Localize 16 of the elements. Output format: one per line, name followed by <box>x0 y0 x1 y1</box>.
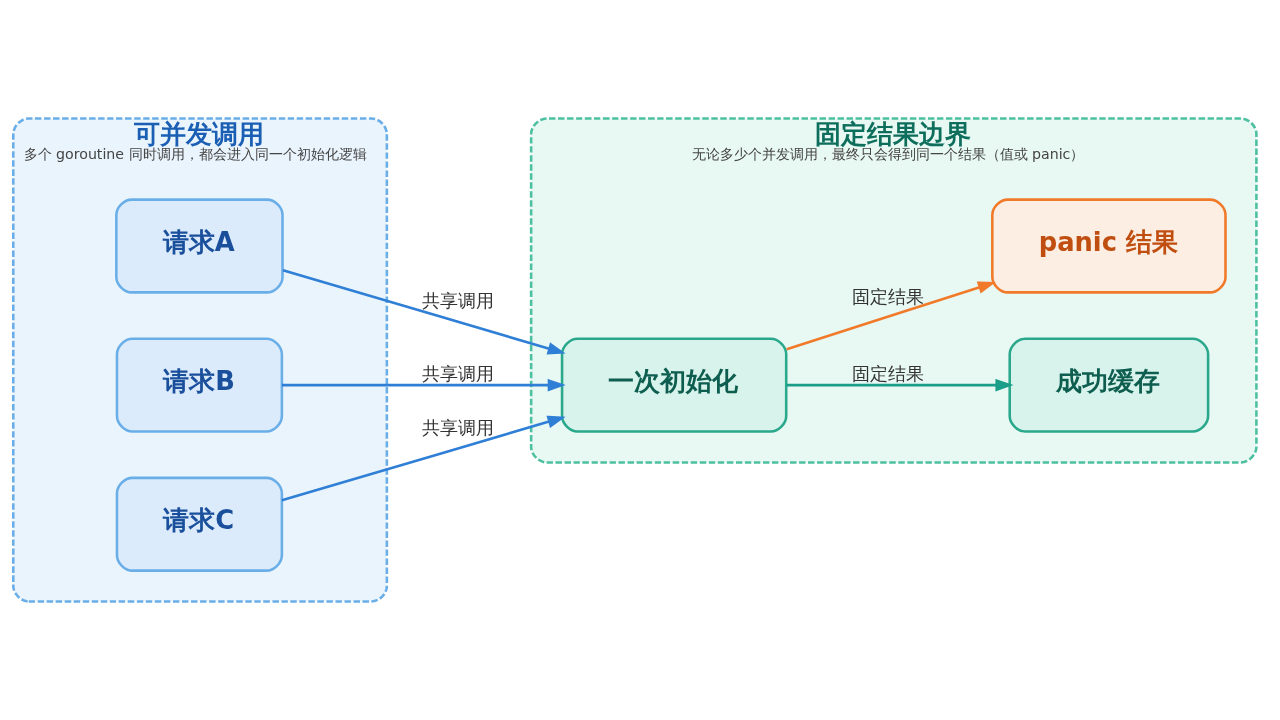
arrow <box>282 269 566 355</box>
node-box: panic 结果 <box>991 198 1227 294</box>
node-box: 请求A <box>115 198 284 294</box>
edge-label: 共享调用 <box>421 363 494 385</box>
edge-label: 固定结果 <box>851 285 924 307</box>
arrow <box>281 378 566 392</box>
node-box: 请求B <box>115 337 284 433</box>
arrow <box>786 281 996 351</box>
node-box: 成功缓存 <box>1008 337 1210 433</box>
arrow <box>281 415 566 502</box>
edge-label: 共享调用 <box>421 289 494 311</box>
edge-label: 共享调用 <box>421 417 494 439</box>
arrow <box>786 378 1014 392</box>
node-box: 一次初始化 <box>560 337 788 433</box>
node-box: 请求C <box>115 476 284 572</box>
edge-label: 固定结果 <box>851 363 924 385</box>
